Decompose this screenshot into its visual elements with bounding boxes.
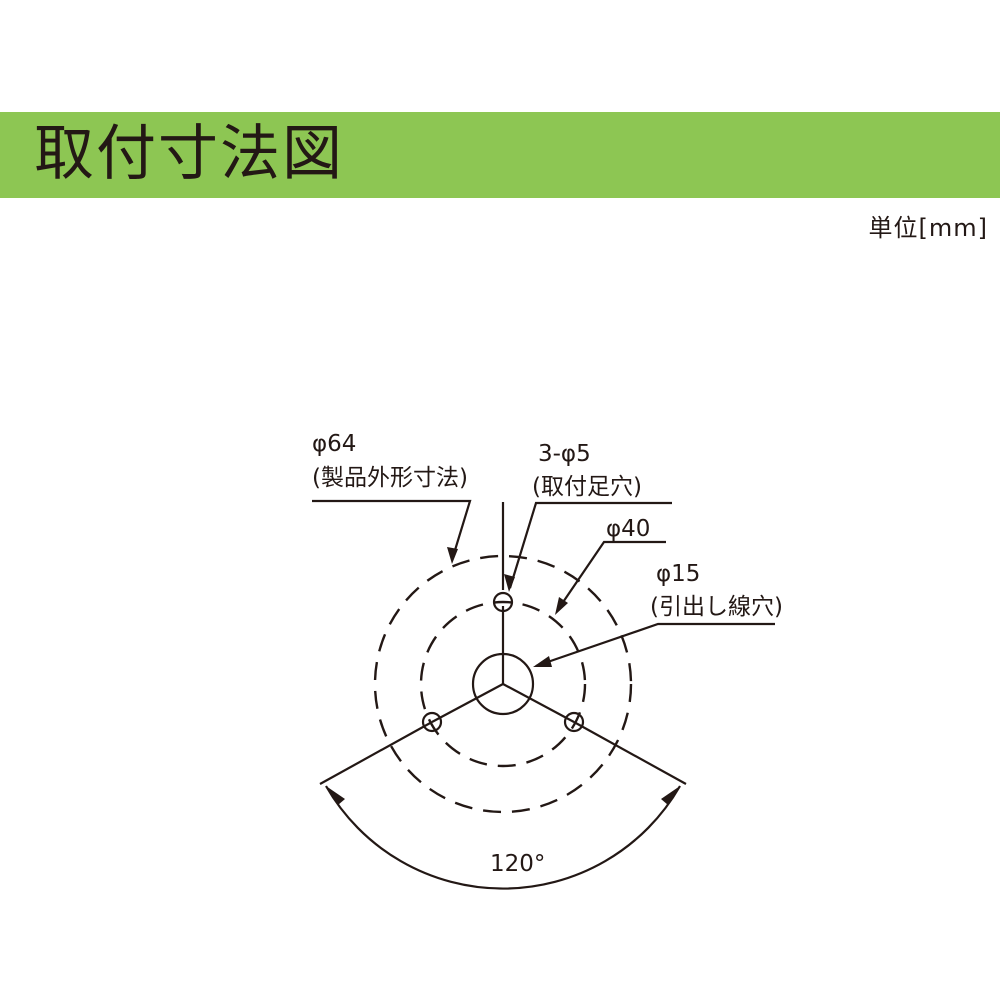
angle-arrowhead-right [661, 786, 680, 805]
title-bar [0, 112, 1000, 198]
spoke-left [431, 683, 504, 723]
leader-wire-arrow [533, 656, 552, 667]
pitch-circle [419, 600, 587, 768]
outer-diameter-value: φ64 [312, 431, 356, 457]
leader-outer-diameter [312, 499, 472, 561]
leader-mounting-arrow [504, 574, 515, 592]
mounting-hole-top [492, 591, 514, 613]
spoke-right [502, 683, 575, 723]
wire-hole-note: (引出し線穴) [650, 594, 783, 620]
wire-hole-value: φ15 [656, 561, 700, 587]
outer-outline-circle [373, 554, 633, 814]
mounting-hole-right [563, 711, 585, 733]
page-title: 取付寸法図 [34, 119, 344, 189]
mounting-hole-left [421, 711, 443, 733]
leader-wire-hole [535, 622, 775, 668]
leader-outer-arrow [447, 547, 458, 564]
leader-pitch-arrow [555, 597, 568, 615]
angle-arrowhead-left [326, 786, 345, 805]
angle-extension-left [319, 721, 433, 785]
angle-dimension-arc [325, 785, 681, 890]
leader-pitch-diameter [556, 540, 666, 612]
pitch-diameter-value: φ40 [606, 516, 650, 542]
mounting-holes-note: (取付足穴) [532, 474, 642, 500]
angle-extension-right [573, 721, 687, 785]
leader-mounting-holes [508, 501, 672, 589]
angle-label: 120° [490, 851, 545, 877]
mounting-holes-value: 3-φ5 [538, 441, 591, 467]
outer-diameter-note: (製品外形寸法) [312, 465, 468, 491]
unit-label: 単位[mm] [868, 214, 988, 242]
